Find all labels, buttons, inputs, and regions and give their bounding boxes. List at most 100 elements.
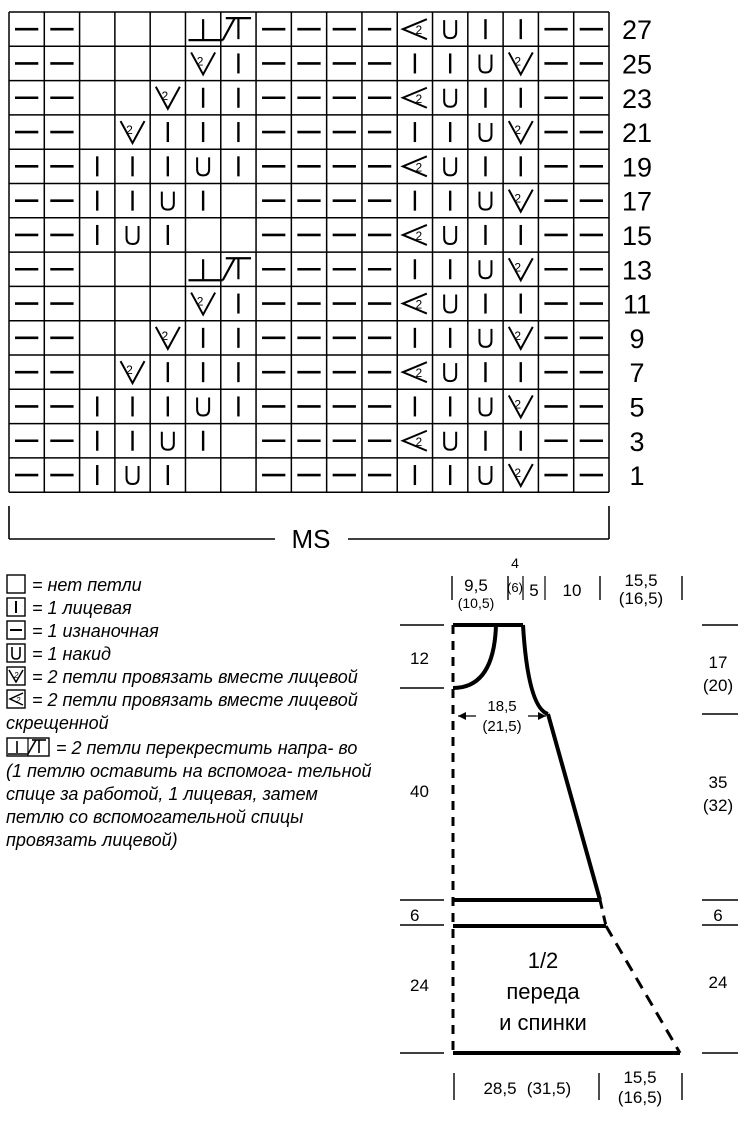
svg-text:2: 2 xyxy=(126,123,133,137)
legend: = нет петли= 1 лицевая= 1 изнаночная = 1 … xyxy=(6,574,378,852)
yo-symbol xyxy=(478,397,493,417)
chart-grid xyxy=(8,11,610,493)
dim-hem-side: 15,5 xyxy=(623,1068,656,1087)
legend-item-purl: = 1 изнаночная xyxy=(6,620,378,643)
legend-item-yo: = 1 накид xyxy=(6,643,378,666)
ms-label: MS xyxy=(292,524,331,548)
svg-text:2: 2 xyxy=(416,92,423,106)
svg-text:2: 2 xyxy=(514,397,521,411)
yo-symbol xyxy=(443,20,458,40)
k2tog-tbl-symbol: 2 xyxy=(400,224,428,246)
legend-text: = нет петли xyxy=(32,575,142,595)
dim-armhole-depth-alt: (20) xyxy=(703,676,733,695)
svg-text:2: 2 xyxy=(15,696,21,705)
k2tog-symbol: 2 xyxy=(507,394,534,420)
yo-symbol xyxy=(443,431,458,451)
legend-item-empty: = нет петли xyxy=(6,574,378,597)
yo-symbol xyxy=(478,260,493,280)
dim-band: 6 xyxy=(410,906,419,925)
k2tog-symbol: 2 xyxy=(190,51,216,77)
row-number: 11 xyxy=(623,290,651,320)
dim-skirt: 24 xyxy=(410,976,429,995)
dim-neck-depth: 12 xyxy=(410,649,429,668)
dim-hem: 28,5 xyxy=(483,1079,516,1098)
svg-text:2: 2 xyxy=(416,298,423,312)
row-number: 25 xyxy=(622,49,652,79)
piece-label-line3: и спинки xyxy=(499,1010,587,1035)
dim-skirt-right: 24 xyxy=(709,973,728,992)
dim-band-right: 6 xyxy=(713,906,722,925)
yo-symbol xyxy=(443,88,458,108)
row-number: 13 xyxy=(622,255,652,285)
bottom-dimensions: 28,5 (31,5) 15,5 (16,5) xyxy=(453,1068,683,1107)
svg-text:2: 2 xyxy=(197,54,204,68)
piece-label-line2: переда xyxy=(506,979,580,1004)
dim-side-length-alt: (32) xyxy=(703,796,733,815)
row-number: 15 xyxy=(622,221,652,251)
row-number: 1 xyxy=(629,461,644,491)
k2tog-tbl-symbol: 2 xyxy=(400,292,428,315)
k2tog-icon: 2 xyxy=(6,666,32,687)
yo-symbol xyxy=(125,225,140,245)
k2tog-tbl-symbol: 2 xyxy=(400,429,428,452)
cell xyxy=(225,257,252,280)
dim-armhole-depth: 17 xyxy=(709,653,728,672)
yo-icon xyxy=(6,643,32,664)
cross-icon xyxy=(6,737,56,758)
svg-text:2: 2 xyxy=(197,295,204,309)
piece-label: 1/2 переда и спинки xyxy=(499,948,587,1035)
k2tog-symbol: 2 xyxy=(507,463,534,489)
k2tog-symbol: 2 xyxy=(154,326,181,351)
svg-text:2: 2 xyxy=(514,123,521,137)
top-dimensions: 9,5 (10,5) 4 (6) 5 10 15,5 (16,5) xyxy=(451,555,683,611)
legend-text: = 2 петли провязать вместе лицевой скрещ… xyxy=(6,690,358,733)
legend-item-cross: = 2 петли перекрестить напра- во (1 петл… xyxy=(6,737,378,852)
cross-symbol xyxy=(188,257,236,282)
cell xyxy=(225,17,252,40)
legend-text: = 1 изнаночная xyxy=(32,621,159,641)
yo-symbol xyxy=(196,157,211,177)
legend-text: = 1 накид xyxy=(32,644,111,664)
legend-item-k2tog-tbl: 2= 2 петли провязать вместе лицевой скре… xyxy=(6,689,378,735)
piece-outline xyxy=(451,623,682,1055)
dim-body-length: 40 xyxy=(410,782,429,801)
empty-icon xyxy=(6,574,32,595)
k2tog-tbl-symbol: 2 xyxy=(400,18,428,41)
purl-icon xyxy=(6,620,32,641)
row-number: 17 xyxy=(622,187,652,217)
legend-item-knit: = 1 лицевая xyxy=(6,597,378,620)
yo-symbol xyxy=(160,191,175,211)
k2tog-symbol: 2 xyxy=(507,189,534,214)
left-dimensions: 12 40 6 24 xyxy=(400,624,444,1054)
k2tog-tbl-icon: 2 xyxy=(6,689,32,710)
row-number: 27 xyxy=(622,15,652,45)
svg-text:2: 2 xyxy=(416,23,423,37)
k2tog-symbol: 2 xyxy=(507,257,534,283)
right-dimensions: 17 (20) 35 (32) 6 24 xyxy=(702,624,738,1054)
row-number: 23 xyxy=(622,84,652,114)
yo-symbol xyxy=(478,466,493,486)
knit-icon xyxy=(6,597,32,618)
svg-text:2: 2 xyxy=(514,192,521,206)
svg-text:2: 2 xyxy=(514,54,521,68)
k2tog-symbol: 2 xyxy=(119,120,146,146)
armhole-dimension: 18,5 (21,5) xyxy=(458,698,546,735)
svg-text:2: 2 xyxy=(514,329,521,343)
k2tog-tbl-symbol: 2 xyxy=(400,361,428,384)
k2tog-symbol: 2 xyxy=(119,360,146,386)
yo-symbol xyxy=(443,294,458,314)
svg-text:2: 2 xyxy=(416,435,423,449)
yo-symbol xyxy=(160,431,175,451)
dim-side-alt: (16,5) xyxy=(619,589,663,608)
yo-symbol xyxy=(443,225,458,245)
dim-side-length: 35 xyxy=(709,773,728,792)
yo-symbol xyxy=(443,363,458,383)
dim-hem-side-alt: (16,5) xyxy=(618,1088,662,1107)
dim-strap: 5 xyxy=(529,581,538,600)
yo-symbol xyxy=(478,54,493,74)
yo-symbol xyxy=(125,466,140,486)
dim-neck-width: 4 xyxy=(511,555,519,571)
k2tog-tbl-symbol: 2 xyxy=(400,86,428,109)
